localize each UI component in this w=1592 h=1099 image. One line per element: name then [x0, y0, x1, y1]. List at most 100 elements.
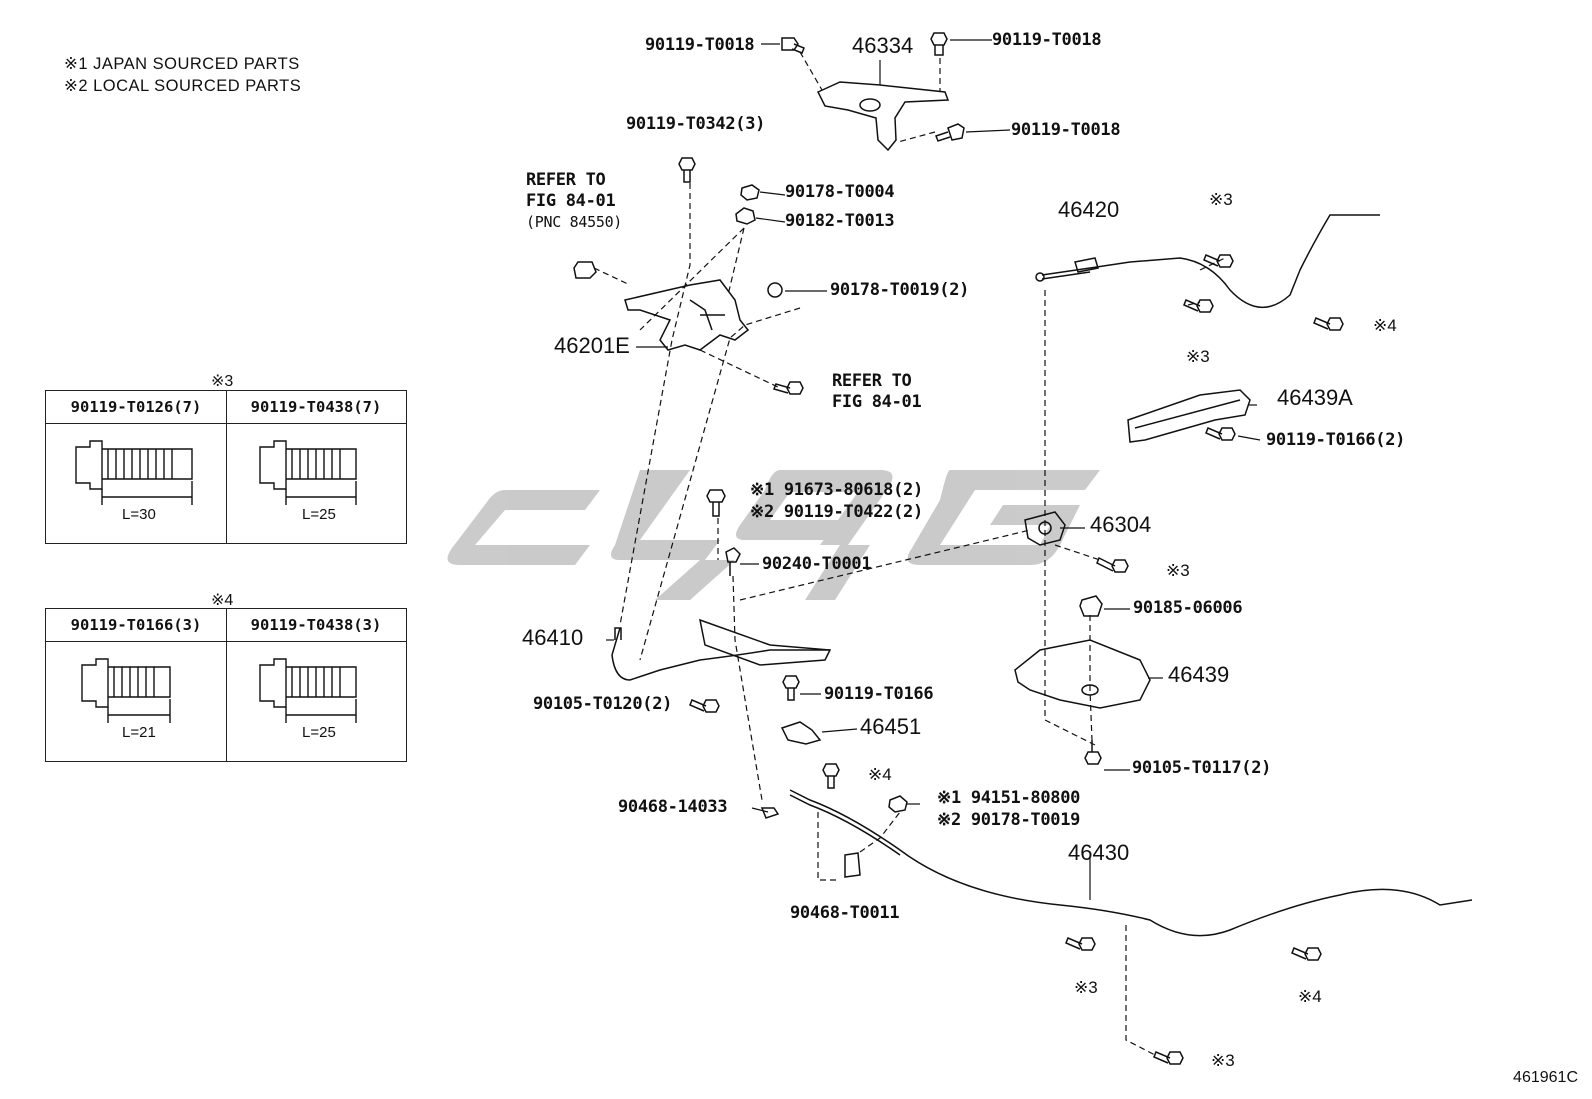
part-label-90185-06006[interactable]: 90185-06006: [1133, 598, 1243, 618]
bolt-icon: [1205, 427, 1236, 441]
equalizer-46304: [1024, 511, 1066, 546]
table-header-col1: 90119-T0126(7): [46, 391, 226, 424]
part-label-90468-14033[interactable]: 90468-14033: [618, 797, 728, 817]
clip-icon: [1079, 595, 1103, 617]
nut-icon: [888, 795, 908, 813]
clip-icon: [760, 807, 780, 819]
part-label-46439[interactable]: 46439: [1168, 662, 1230, 687]
cable-46420: [1041, 214, 1380, 309]
bolt-icon: [1153, 1051, 1184, 1065]
bolt-drawings: [81, 658, 357, 723]
bolt-icon: [1203, 254, 1234, 268]
bolt-length-table-mark4: 90119-T0166(3) 90119-T0438(3) L=21 L=25: [45, 608, 407, 762]
bolt-length-table-mark3: 90119-T0126(7) 90119-T0438(7) L=30 L=25: [45, 390, 407, 544]
part-label-90105-T0120[interactable]: 90105-T0120(2): [533, 694, 673, 714]
length-label-col2: L=25: [302, 724, 336, 741]
flange-bolt-icon: [81, 658, 171, 708]
part-label-91673-80618[interactable]: ※1 91673-80618(2): [750, 480, 923, 500]
reference-note-1: (PNC 84550): [526, 213, 623, 231]
table-header-col2: 90119-T0438(7): [226, 391, 406, 424]
part-label-90119-T0166[interactable]: 90119-T0166: [824, 684, 934, 704]
bolt-mark-3: ※3: [1209, 190, 1233, 209]
part-label-90468-T0011[interactable]: 90468-T0011: [790, 903, 900, 923]
clip-icon: [844, 852, 861, 878]
part-label-90178-T0019[interactable]: 90178-T0019(2): [830, 280, 970, 300]
bolt-icon: [782, 675, 800, 701]
reference-note-1: REFER TO: [526, 170, 606, 190]
nut-icon: [740, 184, 760, 201]
part-label-90105-T0117[interactable]: 90105-T0117(2): [1132, 758, 1272, 778]
length-label-col1: L=21: [122, 724, 156, 741]
part-label-90119-T0422[interactable]: ※2 90119-T0422(2): [750, 502, 923, 522]
bolt-icon: [689, 699, 720, 713]
part-label-90119-T0018[interactable]: 90119-T0018: [645, 35, 755, 55]
table-header-col2: 90119-T0438(3): [226, 609, 406, 642]
bracket-46334: [816, 81, 950, 152]
watermark-logo: [447, 470, 1100, 600]
bolt-icon: [678, 157, 696, 183]
bolt-mark-4: ※4: [868, 765, 892, 784]
bolt-mark-3: ※3: [1166, 561, 1190, 580]
cable-46430: [789, 789, 1473, 937]
bolt-icon: [1065, 937, 1096, 951]
part-label-90119-T0166[interactable]: 90119-T0166(2): [1266, 430, 1406, 450]
guard-46439: [1014, 639, 1151, 709]
table-caption-mark4: ※4: [211, 592, 234, 609]
part-label-90178-T0004[interactable]: 90178-T0004: [785, 182, 895, 202]
part-label-90182-T0013[interactable]: 90182-T0013: [785, 211, 895, 231]
bolt-mark-3: ※3: [1211, 1051, 1235, 1070]
shield-46439A: [1127, 389, 1251, 443]
clip-46451: [780, 721, 822, 745]
note-japan: ※1 JAPAN SOURCED PARTS: [64, 55, 300, 73]
bolt-icon: [781, 37, 805, 54]
switch-icon: [573, 261, 597, 279]
bolt-icon: [1291, 947, 1322, 961]
bolt-icon: [935, 123, 965, 142]
part-label-46439A[interactable]: 46439A: [1277, 385, 1353, 410]
part-label-46304[interactable]: 46304: [1090, 512, 1152, 537]
bolt-icon: [1313, 317, 1344, 331]
part-label-46451[interactable]: 46451: [860, 714, 922, 739]
reference-note-1: FIG 84-01: [526, 191, 616, 211]
part-label-46410[interactable]: 46410: [522, 625, 584, 650]
nut-icon: [735, 207, 756, 225]
table-divider: [226, 609, 227, 761]
pin-icon: [725, 547, 741, 576]
length-label-col1: L=30: [122, 506, 156, 523]
bolt-mark-3: ※3: [1074, 978, 1098, 997]
bolt-icon: [822, 763, 840, 789]
part-label-90119-T0342[interactable]: 90119-T0342(3): [626, 114, 766, 134]
part-label-46201E[interactable]: 46201E: [554, 333, 630, 358]
bolt-drawings: [75, 440, 357, 505]
length-label-col2: L=25: [302, 506, 336, 523]
reference-note-2: REFER TO: [832, 371, 912, 391]
bolt-mark-4: ※4: [1373, 316, 1397, 335]
bolt-icon: [930, 32, 948, 56]
table-caption-mark3: ※3: [211, 373, 234, 390]
bolt-icon: [772, 381, 804, 395]
cable-46410: [611, 627, 830, 681]
reference-note-2: FIG 84-01: [832, 392, 922, 412]
part-label-90119-T0018[interactable]: 90119-T0018: [1011, 120, 1121, 140]
bracket-icon: [699, 618, 832, 666]
part-label-46430[interactable]: 46430: [1068, 840, 1130, 865]
part-label-90178-T0019[interactable]: ※2 90178-T0019: [937, 810, 1081, 830]
bolt-icon: [1183, 299, 1214, 313]
part-label-46420[interactable]: 46420: [1058, 197, 1120, 222]
sourcing-notes: ※1 JAPAN SOURCED PARTS ※2 LOCAL SOURCED …: [64, 53, 301, 97]
flange-bolt-icon: [75, 440, 193, 490]
bolt-icon: [1084, 740, 1102, 765]
figure-number: 461961C: [1513, 1069, 1578, 1086]
note-local: ※2 LOCAL SOURCED PARTS: [64, 77, 302, 95]
bolt-icon: [706, 489, 726, 517]
table-divider: [226, 391, 227, 543]
part-label-90240-T0001[interactable]: 90240-T0001: [762, 554, 872, 574]
table-header-col1: 90119-T0166(3): [46, 609, 226, 642]
part-label-46334[interactable]: 46334: [852, 33, 914, 58]
bolt-mark-4: ※4: [1298, 987, 1322, 1006]
bolt-mark-3: ※3: [1186, 347, 1210, 366]
part-label-94151-80800[interactable]: ※1 94151-80800: [937, 788, 1081, 808]
bolt-icon: [1096, 556, 1129, 573]
part-label-90119-T0018[interactable]: 90119-T0018: [992, 30, 1102, 50]
